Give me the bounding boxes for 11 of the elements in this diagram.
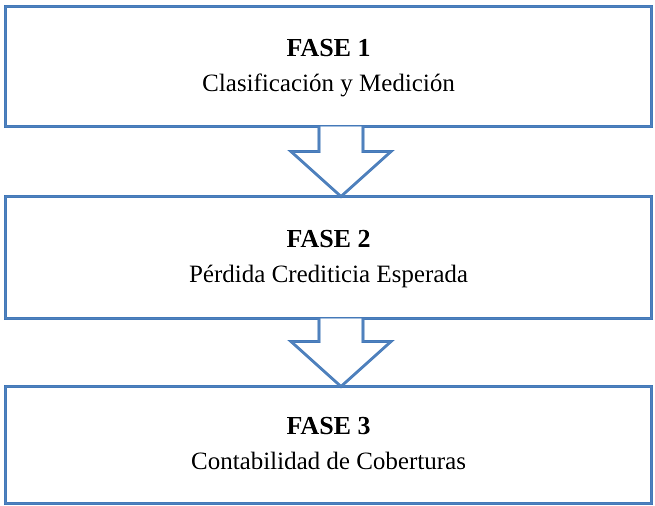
phase-heading: FASE 2 bbox=[286, 222, 371, 255]
phase-heading: FASE 1 bbox=[286, 32, 371, 64]
process-box bbox=[4, 5, 653, 128]
block-arrow bbox=[287, 317, 395, 389]
block-arrow bbox=[287, 125, 395, 199]
phase-description: Contabilidad de Coberturas bbox=[191, 447, 466, 478]
phase-description: Pérdida Crediticia Esperada bbox=[188, 260, 468, 290]
phase-description: Clasificación y Medición bbox=[202, 68, 455, 99]
process-box bbox=[4, 195, 653, 320]
process-box bbox=[4, 385, 653, 505]
phase-heading: FASE 3 bbox=[286, 410, 371, 442]
